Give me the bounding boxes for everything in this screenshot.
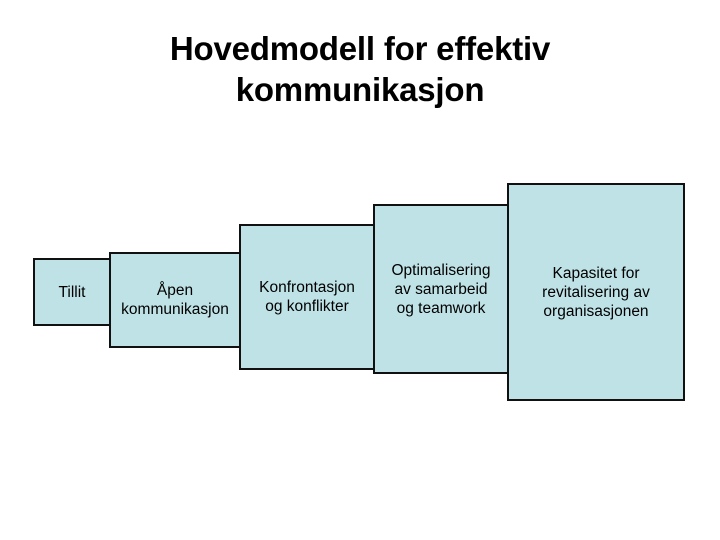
step-box-5[interactable]: Kapasitet for revitalisering av organisa… bbox=[507, 183, 685, 401]
step-box-4[interactable]: Optimalisering av samarbeid og teamwork bbox=[373, 204, 509, 374]
step-box-2[interactable]: Åpen kommunikasjon bbox=[109, 252, 241, 348]
page-title: Hovedmodell for effektiv kommunikasjon bbox=[169, 30, 551, 108]
step-label-3: Konfrontasjon og konflikter bbox=[259, 279, 355, 315]
step-label-5: Kapasitet for revitalisering av organisa… bbox=[542, 264, 650, 320]
step-label-2: Åpen kommunikasjon bbox=[121, 282, 229, 318]
step-label-4: Optimalisering av samarbeid og teamwork bbox=[391, 261, 491, 317]
step-label-1: Tillit bbox=[58, 283, 86, 301]
step-box-1[interactable]: Tillit bbox=[33, 258, 111, 326]
step-box-3[interactable]: Konfrontasjon og konflikter bbox=[239, 224, 375, 370]
